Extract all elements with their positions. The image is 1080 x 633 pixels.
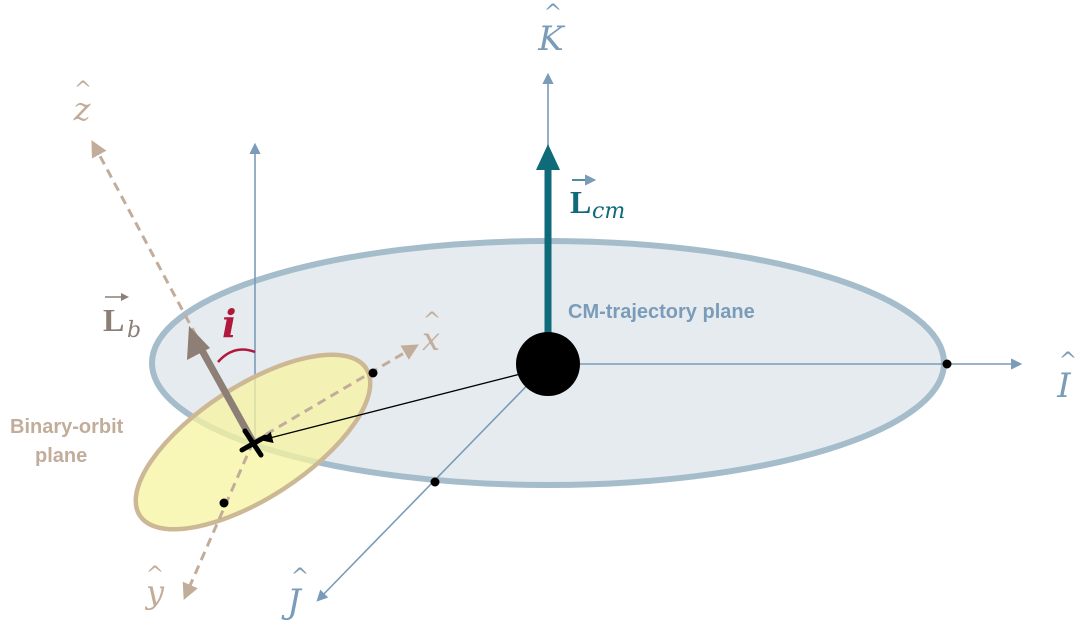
axis-J-label: J (281, 582, 303, 622)
cm-trajectory-plane-label: CM-trajectory plane (568, 301, 755, 323)
L-b-label-arrow-tip (121, 293, 129, 301)
axis-I-label: I (1056, 366, 1071, 406)
inclination-label: i (222, 301, 236, 346)
dot-I-axis-intersection (942, 359, 952, 369)
dot-y-axis-intersection (219, 498, 229, 508)
binary-plane-label-line2: plane (35, 445, 87, 467)
dot-x-axis-intersection (368, 368, 378, 378)
L-cm-vector-head (536, 144, 560, 170)
axis-K-label: K (537, 19, 566, 59)
axis-J-hat: ^ (291, 565, 309, 590)
axis-x-label: x (422, 320, 440, 358)
axis-I-hat: ^ (1059, 349, 1077, 374)
binary-center-cross (239, 428, 268, 458)
inclination-arc (217, 348, 256, 363)
dot-J-axis-intersection (430, 477, 440, 487)
L-cm-label: L (570, 184, 591, 220)
axis-x-hat: ^ (423, 309, 441, 334)
axis-z-line (91, 140, 255, 443)
axis-x-line (252, 344, 419, 444)
axis-y-line (182, 441, 255, 601)
cm-to-binary-vector (260, 368, 541, 444)
axis-y-label: y (144, 573, 165, 611)
binary-plane-label-line1: Binary-orbit (10, 416, 124, 438)
axis-z-hat: ^ (74, 78, 92, 103)
axis-z-label: z (73, 90, 92, 128)
L-b-vector-head (187, 326, 210, 360)
L-b-subscript: b (127, 318, 141, 343)
L-b-vector-shaft (195, 343, 257, 444)
axis-K-hat: ^ (544, 1, 562, 26)
L-cm-subscript: cm (592, 199, 625, 224)
center-of-mass (516, 332, 580, 396)
L-b-label: L (103, 302, 124, 338)
axis-y-hat: ^ (146, 563, 164, 588)
